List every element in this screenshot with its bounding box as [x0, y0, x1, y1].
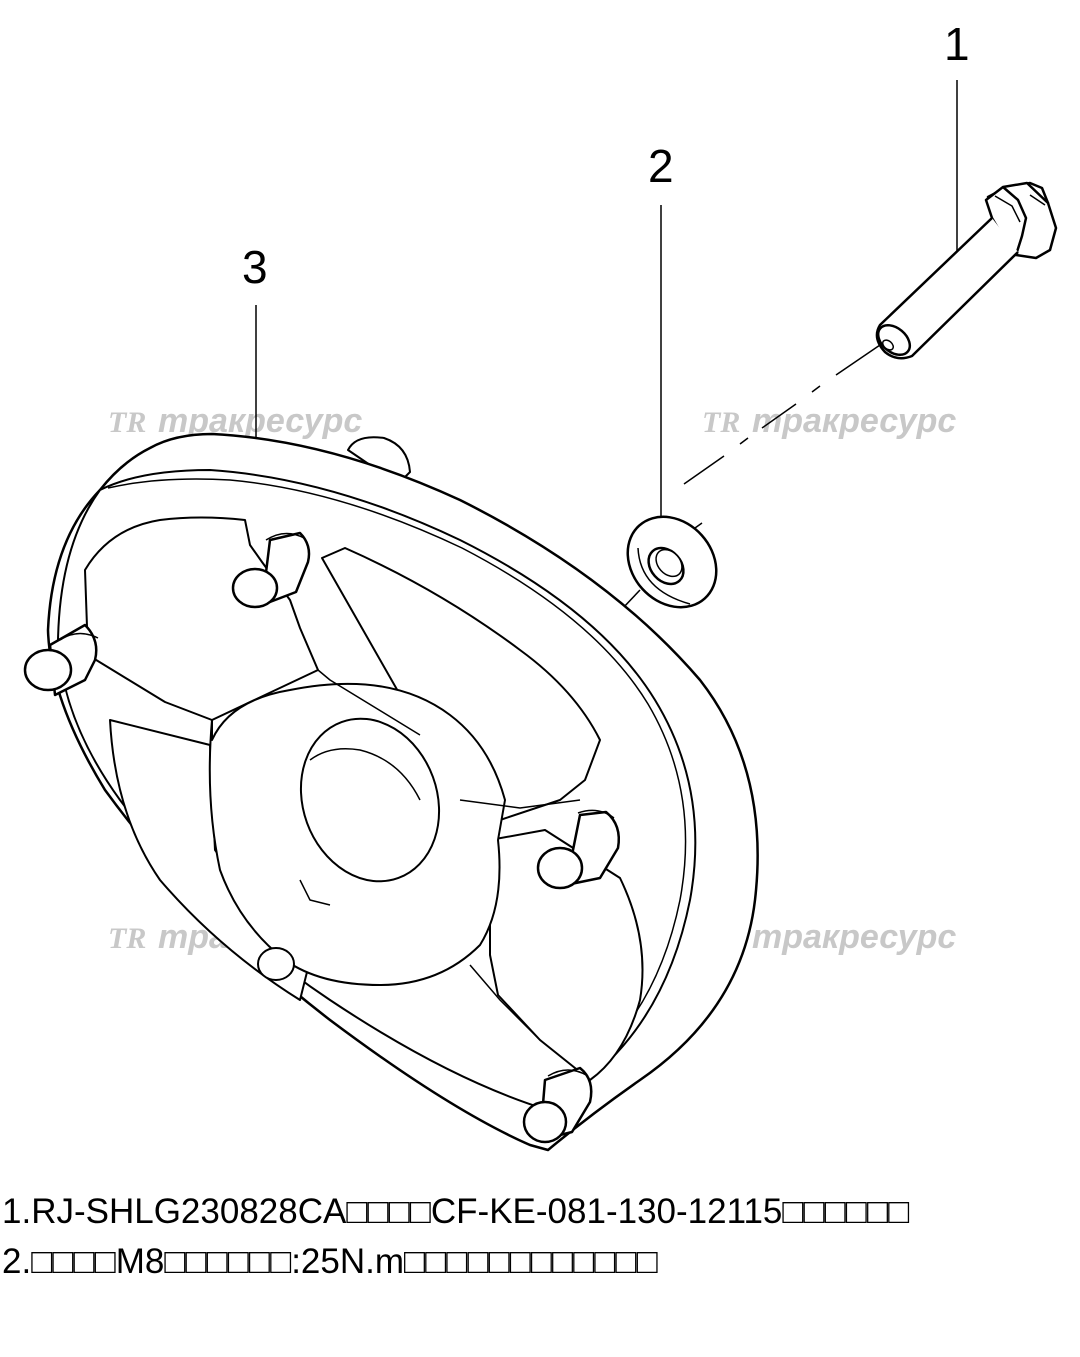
- callout-3: 3: [242, 241, 268, 293]
- watermark-top-left: TR тракресурс: [108, 402, 362, 440]
- bolt-part-1: [875, 181, 1058, 360]
- legend-item-1: 1.RJ-SHLG230828CA□□□□CF-KE-081-130-12115…: [2, 1192, 910, 1231]
- coupling-pin: [23, 623, 99, 697]
- coupling-pin: [522, 1066, 593, 1144]
- watermark-logo: TR: [108, 922, 146, 955]
- watermark-logo: TR: [702, 406, 740, 439]
- watermark-top-right: TR тракресурс: [702, 402, 956, 440]
- watermark-logo: TR: [108, 406, 146, 439]
- washer-part-2: [626, 515, 718, 609]
- callout-2: 2: [648, 140, 674, 192]
- callout-1: 1: [944, 18, 970, 70]
- coupling-part-3: [23, 432, 759, 1152]
- coupling-pin: [231, 531, 311, 609]
- watermark-text: тракресурс: [752, 402, 956, 440]
- legend-item-2: 2.□□□□M8□□□□□□:25N.m□□□□□□□□□□□□: [2, 1242, 658, 1281]
- coupling-pin: [536, 809, 620, 890]
- watermark-text: тракресурс: [158, 402, 362, 440]
- watermark-text: тракресурс: [752, 918, 956, 956]
- coupling-pin-rear: [257, 947, 295, 981]
